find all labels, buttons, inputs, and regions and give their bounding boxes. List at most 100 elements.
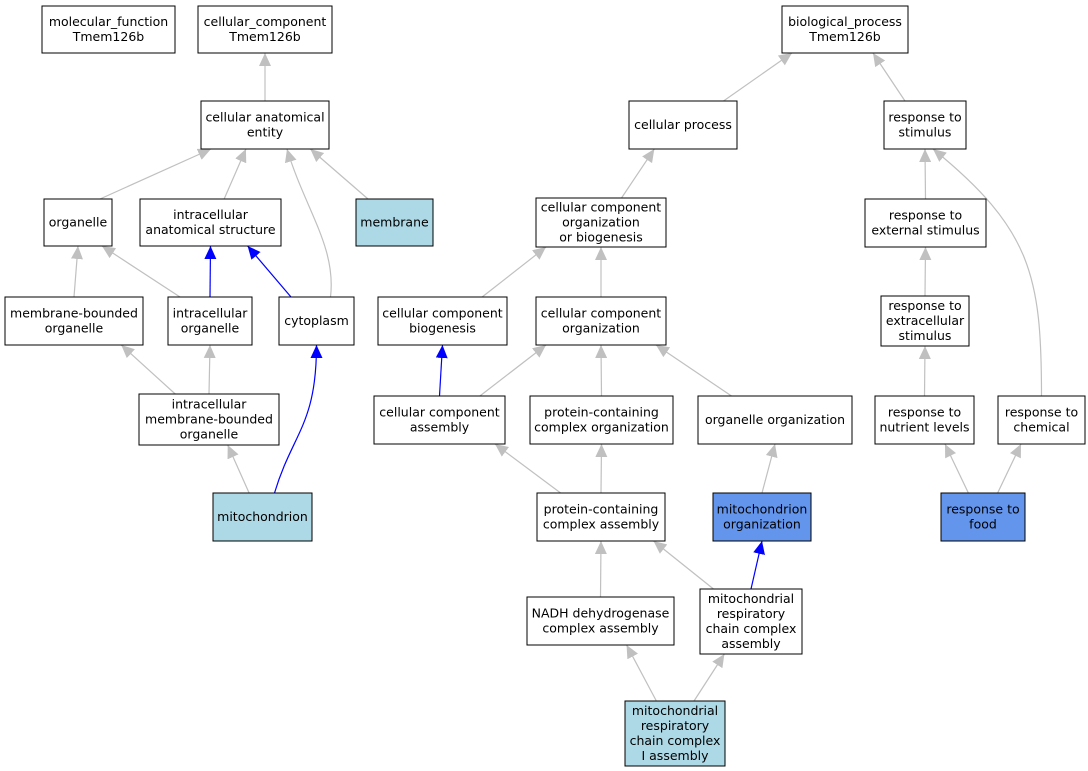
node-box (41, 5, 176, 54)
node-box (139, 198, 282, 247)
edge-is-a-response-to-stimulus-to-biological-process (872, 52, 906, 102)
node-label-line: cellular_component (204, 14, 327, 29)
node-box (4, 296, 144, 346)
node-label-line: assembly (721, 636, 781, 651)
node-label-line: organelle (49, 215, 108, 230)
node-label-line: stimulus (899, 125, 952, 140)
node-label-line: complex assembly (542, 621, 659, 636)
node-label-line: response to (889, 208, 962, 223)
edge-is-a-protein-containing-complex-assembly-to-protein-containing-complex-organization (595, 443, 608, 494)
edge-is-a-organelle-to-cellular-anatomical-entity (99, 148, 212, 200)
edge-is-a-response-to-chemical-to-response-to-stimulus (932, 148, 1043, 397)
node-label-line: respiratory (641, 718, 710, 733)
node-label-line: mitochondrial (632, 703, 718, 718)
node-box (167, 296, 253, 346)
edge-is-a-response-to-food-to-response-to-nutrient-levels (944, 443, 969, 494)
node-label-line: molecular_function (49, 14, 168, 29)
node-box (781, 5, 909, 54)
edge-is-a-cytoplasm-to-cellular-anatomical-entity (284, 148, 332, 298)
node-label-line: membrane-bounded (145, 412, 273, 427)
node-cytoplasm[interactable]: cytoplasm (278, 296, 355, 346)
edge-layer (71, 52, 1043, 702)
node-label-line: cellular component (382, 306, 502, 321)
node-label-line: cellular anatomical (205, 110, 324, 125)
node-box (200, 100, 330, 150)
node-label-line: organization (723, 517, 801, 532)
node-box (212, 492, 313, 542)
edge-is-a-membrane-to-cellular-anatomical-entity (309, 148, 369, 200)
node-box (529, 395, 674, 445)
node-box (536, 492, 666, 542)
node-label-line: external stimulus (871, 223, 979, 238)
edge-is-a-mitochondrial-respiratory-chain-complex-assembly-to-protein-containing-complex-assembly (653, 540, 714, 590)
edge-is-a-cellular-component-biogenesis-to-cellular-component-organization-or-biogenesis (481, 246, 547, 298)
edge-is-a-organelle-organization-to-cellular-component-organization (655, 344, 732, 397)
node-label-line: membrane (360, 215, 429, 230)
node-label-line: cellular component (541, 200, 661, 215)
node-layer: molecular_functionTmem126bcellular_compo… (4, 5, 1086, 767)
node-label-line: anatomical structure (145, 222, 275, 237)
node-box (699, 588, 803, 655)
node-label-line: organization (562, 215, 640, 230)
node-label-line: cellular component (541, 306, 661, 321)
edge-is-a-response-to-food-to-response-to-chemical (997, 443, 1022, 494)
node-label-line: protein-containing (544, 502, 659, 517)
node-label-line: organelle (180, 427, 239, 442)
node-box (628, 100, 738, 150)
node-box (874, 395, 975, 445)
node-membrane[interactable]: membrane (355, 198, 434, 247)
node-label-line: mitochondrion (217, 509, 308, 524)
edge-is-a-protein-containing-complex-assembly-to-cellular-component-assembly (494, 443, 561, 494)
node-label-line: organization (562, 321, 640, 336)
node-label-line: response to (1005, 405, 1078, 420)
node-organelle[interactable]: organelle (43, 198, 113, 247)
node-cellular-process[interactable]: cellular process (628, 100, 738, 150)
node-label-line: chain complex (706, 621, 797, 636)
node-label-line: complex organization (534, 420, 669, 435)
node-box (138, 393, 280, 446)
edge-is-a-response-to-extracellular-stimulus-to-response-to-external-stimulus (919, 246, 932, 297)
node-box (624, 700, 726, 767)
node-label-line: membrane-bounded (10, 306, 138, 321)
node-label-line: mitochondrion (717, 502, 808, 517)
node-box (535, 296, 667, 346)
node-label-line: Tmem126b (72, 29, 145, 44)
edge-part-of-cellular-component-assembly-to-cellular-component-biogenesis (435, 344, 448, 397)
node-label-line: Tmem126b (228, 29, 301, 44)
edge-part-of-cytoplasm-to-intracellular-anatomical-structure (247, 245, 292, 298)
edge-is-a-intracellular-anatomical-structure-to-cellular-anatomical-entity (223, 148, 247, 200)
node-label-line: response to (946, 502, 1019, 517)
node-mitochondrion[interactable]: mitochondrion (212, 492, 313, 542)
node-box (940, 492, 1026, 542)
node-label-line: mitochondrial (708, 591, 794, 606)
edge-is-a-mitochondrial-respiratory-chain-complex-i-assembly-to-nadh-dehydrogenase-complex-assembly (626, 644, 657, 702)
node-organelle-organization[interactable]: organelle organization (697, 395, 853, 445)
edge-is-a-intracellular-membrane-bounded-organelle-to-intracellular-organelle (203, 344, 216, 395)
node-label-line: cellular process (634, 117, 732, 132)
node-label-line: entity (247, 125, 284, 140)
